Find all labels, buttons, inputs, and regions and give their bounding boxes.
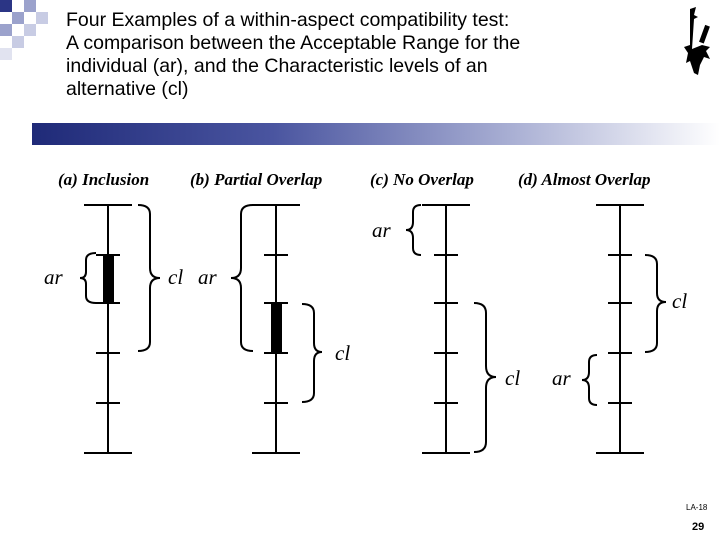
label-cl-d: cl xyxy=(672,289,687,313)
scale-a xyxy=(84,204,132,454)
heading-inclusion: (a) Inclusion xyxy=(58,170,149,189)
ar-brace-b xyxy=(301,303,323,403)
label-ar-d: ar xyxy=(552,366,572,390)
scale-c xyxy=(422,204,470,454)
label-cl-b: cl xyxy=(168,265,183,289)
header-rule xyxy=(32,123,720,145)
ar-range-bar-a xyxy=(103,256,114,302)
cl-brace-c xyxy=(473,302,497,453)
logo-icon xyxy=(684,7,710,75)
label-ar-b: ar xyxy=(198,265,218,289)
label-cl-c: cl xyxy=(505,366,520,390)
cl-brace-d xyxy=(644,254,667,353)
title-line: Four Examples of a within-aspect compati… xyxy=(66,9,510,31)
heading-no-overlap: (c) No Overlap xyxy=(370,170,474,189)
ar-brace-a xyxy=(79,252,97,304)
label-ar-a: ar xyxy=(44,265,64,289)
label-cl2-b: cl xyxy=(335,341,350,365)
cl-brace-a xyxy=(137,204,161,352)
page-number: 29 xyxy=(692,521,705,533)
checkerboard-decoration xyxy=(0,0,48,60)
ar-brace-d xyxy=(581,354,598,406)
slide-code: LA-18 xyxy=(686,503,708,512)
ar-range-bar-b xyxy=(271,304,282,352)
slide-title: Four Examples of a within-aspect compati… xyxy=(66,9,656,101)
heading-partial-overlap: (b) Partial Overlap xyxy=(190,170,322,189)
title-line: individual (ar), and the Characteristic … xyxy=(66,55,488,77)
title-line: alternative (cl) xyxy=(66,78,189,100)
label-ar-c: ar xyxy=(372,218,392,242)
scale-d xyxy=(596,204,644,454)
title-line: A comparison between the Acceptable Rang… xyxy=(66,32,521,54)
heading-almost-overlap: (d) Almost Overlap xyxy=(518,170,651,189)
ar-brace-c xyxy=(405,204,422,256)
cl-brace-b xyxy=(230,204,254,352)
